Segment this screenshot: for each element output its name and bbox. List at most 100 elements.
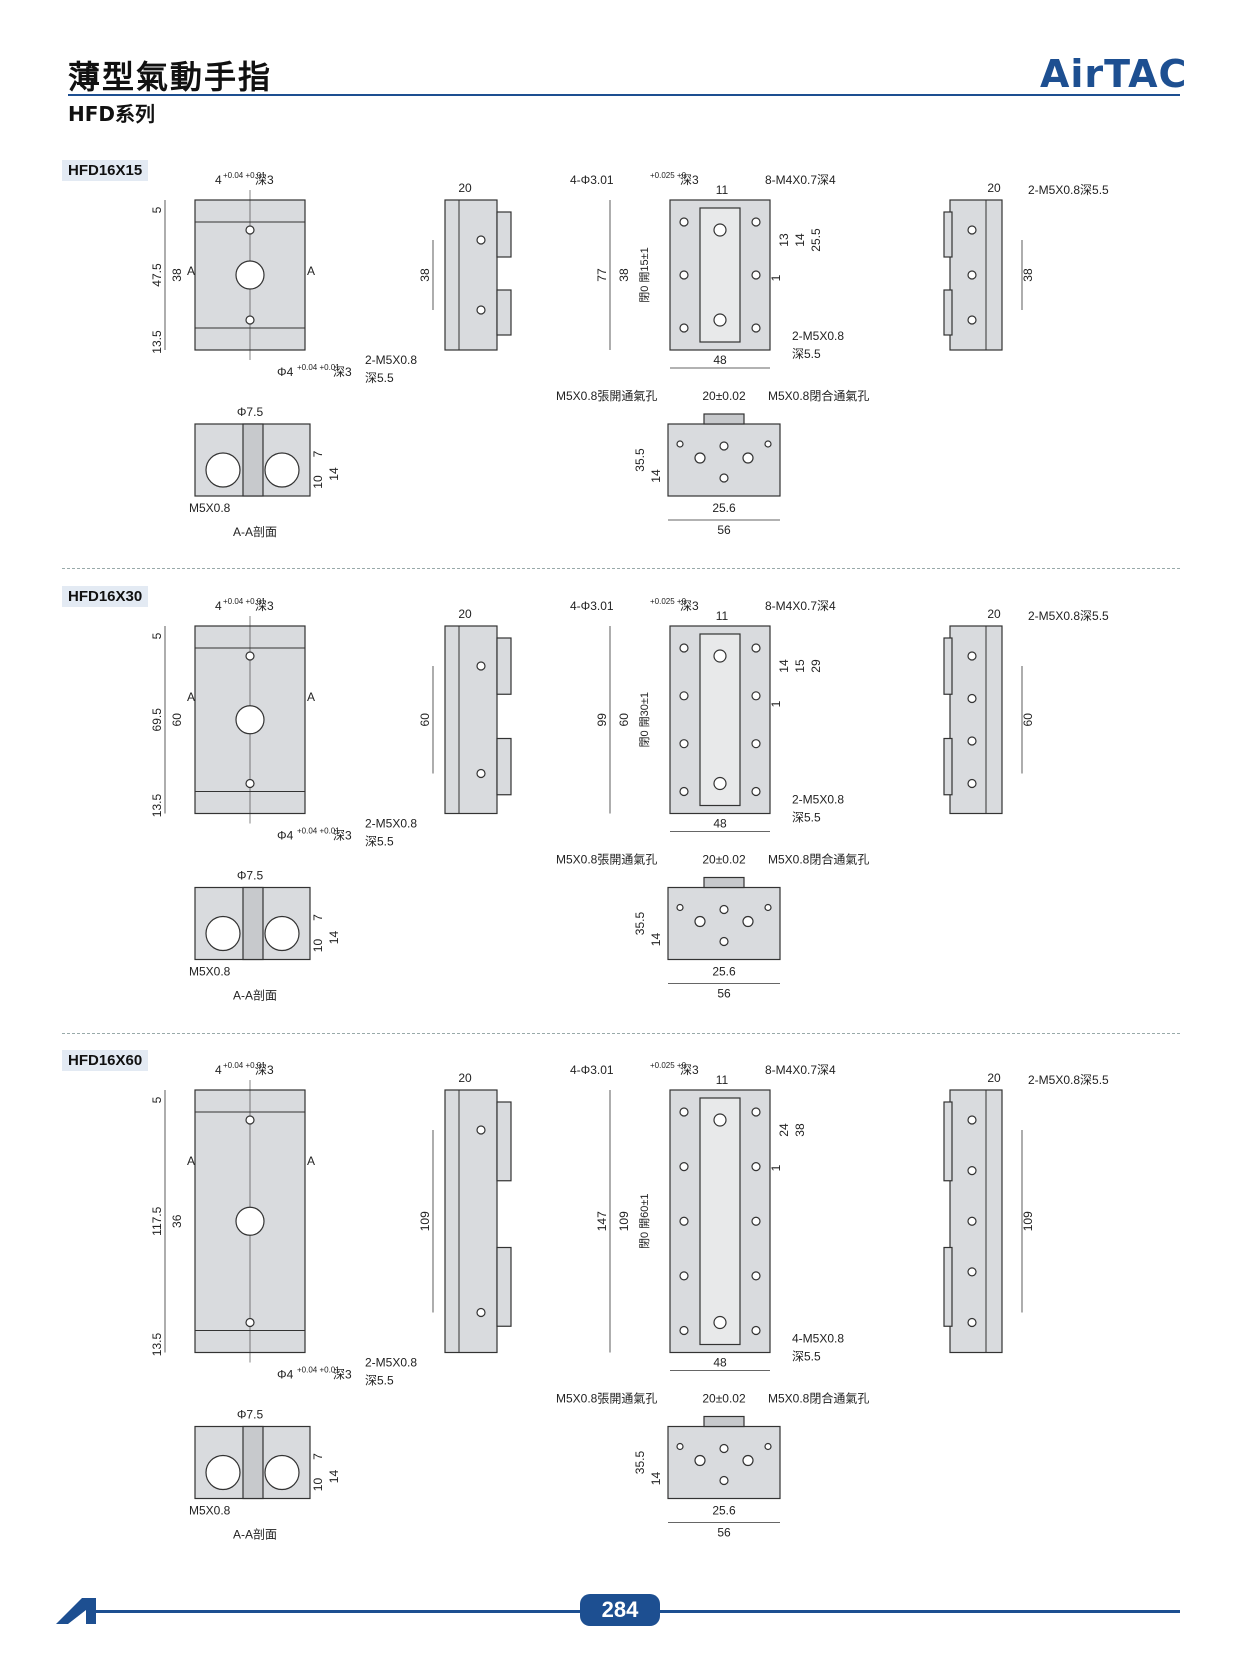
side-view-port [476,305,486,315]
top-port: 2-M5X0.8 [792,793,844,807]
top-holes-tol: +0.025 +0 [650,171,687,180]
top-d1: 14 [777,659,791,673]
section-view-bore [205,915,241,952]
pin-depth: 深3 [333,829,352,843]
top-port-depth: 深5.5 [792,347,821,361]
section-view-piston [242,423,264,497]
section-separator [62,568,1180,569]
top-d1: 24 [777,1123,791,1137]
bottom-view-port [694,915,706,928]
right-width: 20 [987,607,1001,621]
page-title: 薄型氣動手指 [68,58,273,96]
dim-holes: 60 [170,713,184,727]
top-view-mount-hole [751,1216,761,1226]
bottom-close-port: M5X0.8閉合通氣孔 [768,1391,869,1406]
bottom-view-port [694,1454,706,1467]
section-mark-right: A [307,264,315,278]
pin-label: Φ4 [277,365,294,379]
top-width: 48 [713,353,727,367]
page-number: 284 [580,1594,660,1626]
top-holes-tol: +0.025 +0 [650,1061,687,1070]
side-width: 20 [458,1071,472,1085]
side-height: 60 [418,713,432,727]
dim-bottom: 13.5 [150,330,164,354]
section-d1: 7 [311,1453,325,1460]
top-view-mount-hole [679,1325,689,1336]
section-mark-right: A [307,1154,315,1168]
top-view-mount-hole [751,786,761,797]
bottom-open-port: M5X0.8張開通氣孔 [556,1392,657,1406]
bottom-view-hole [719,1443,729,1454]
top-view-jaw-hole [713,649,727,663]
bottom-view-hole [764,903,772,912]
section-caption: A-A剖面 [233,1528,277,1542]
pin-label: Φ4 [277,829,294,843]
top-holes: 4-Φ3.01 [570,599,614,613]
hole-depth: 深3 [255,1063,274,1077]
bottom-view-hole [676,903,684,912]
side-width: 20 [458,607,472,621]
bottom-view-port [742,452,754,464]
bottom-open-port: M5X0.8張開通氣孔 [556,389,657,403]
pin-depth: 深3 [333,1368,352,1382]
top-view-mount-hole [679,217,689,227]
hole-tol-note: +0.04 +0.01 [223,171,266,180]
side-view-port [476,768,486,779]
bottom-h2: 14 [649,1472,663,1486]
pin-note: +0.04 +0.01 [297,1366,340,1375]
dim-total: 47.5 [150,263,164,287]
dim-top: 5 [150,206,164,213]
right-view-rail [943,1246,953,1327]
section-d3: 14 [327,467,341,481]
section-dia: Φ7.5 [237,869,264,883]
top-port-depth: 深5.5 [792,1350,821,1364]
right-view-rail [943,637,953,695]
side-view-rail [496,289,512,336]
section-d2: 10 [311,939,325,953]
section-port: M5X0.8 [189,1504,231,1518]
right-height: 109 [1021,1211,1035,1231]
top-port-depth: 深5.5 [792,811,821,825]
side-port-depth: 深5.5 [365,835,394,849]
top-holes: 4-Φ3.01 [570,173,614,187]
right-view-rail [943,289,953,336]
right-view-hole [967,225,977,235]
bottom-view-hole [676,1442,684,1451]
side-view-rail [496,1246,512,1327]
bottom-view-hole [764,1442,772,1451]
top-d1: 13 [777,233,791,247]
bottom-h2: 14 [649,933,663,947]
section-d2: 10 [311,1478,325,1492]
top-view-mount-hole [679,270,689,280]
front-view-pin-hole [245,1115,255,1125]
top-view-mount-hole [679,739,689,749]
top-width: 48 [713,817,727,831]
section-port: M5X0.8 [189,501,231,515]
right-height: 38 [1021,268,1035,282]
bottom-view-jaw [703,1415,745,1428]
top-d4: 1 [769,1164,783,1171]
top-overall: 99 [595,713,609,727]
section-dia: Φ7.5 [237,405,264,419]
section-label-hfd16x60: HFD16X60 [62,1050,149,1071]
dim-total: 69.5 [150,708,164,732]
bottom-view-body [667,423,781,497]
bottom-h1: 35.5 [633,448,647,472]
side-port: 2-M5X0.8 [365,817,417,831]
side-view-port [476,1125,486,1135]
right-view-hole [967,315,977,325]
top-holes: 4-Φ3.01 [570,1063,614,1077]
bottom-w2: 56 [717,987,731,1001]
bottom-w2: 56 [717,1526,731,1540]
right-view-hole [967,778,977,789]
side-port: 2-M5X0.8 [365,353,417,367]
dim-bottom: 13.5 [150,793,164,817]
top-width: 48 [713,1356,727,1370]
section-separator [62,1033,1180,1034]
side-port: 2-M5X0.8 [365,1356,417,1370]
bottom-view-hole [719,473,729,483]
top-holes-depth: 深3 [680,599,699,613]
front-view-pin-hole [245,1317,255,1328]
front-view-pin-hole [245,651,255,661]
top-view-jaw-hole [713,1113,727,1127]
